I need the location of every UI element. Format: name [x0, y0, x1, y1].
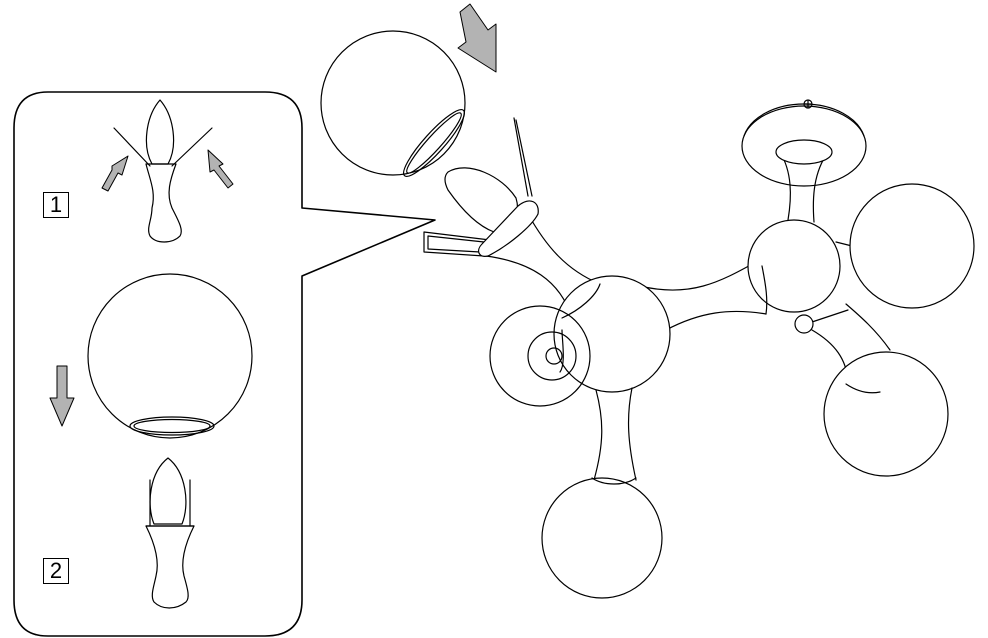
falling-globe-shade-icon — [320, 30, 466, 177]
falling-globe-arrow-icon — [457, 3, 497, 73]
step1-bulb-illustration — [113, 99, 213, 243]
chandelier-arm-center — [639, 261, 757, 291]
step1-arrow-left-icon — [101, 155, 129, 192]
bulb-icon — [145, 99, 175, 165]
right-lower-globe-shade-icon — [823, 351, 949, 477]
chandelier-right-hub — [747, 219, 841, 313]
left-globe-shade-icon — [489, 305, 591, 407]
right-upper-globe-shade-icon — [849, 183, 975, 309]
step-2-label: 2 — [43, 558, 69, 584]
detail-down-arrow-icon — [49, 365, 75, 427]
chandelier-center-hub — [553, 275, 671, 393]
step1-arrow-right-icon — [207, 149, 234, 189]
detail-globe-shade-icon — [87, 273, 253, 439]
step2-bulb-illustration — [145, 457, 195, 609]
step-1-label: 1 — [43, 192, 69, 218]
detail-callout-frame — [13, 91, 436, 637]
socket-with-bulb-illustration — [423, 117, 539, 257]
bottom-globe-shade-icon — [541, 477, 663, 599]
lamp-holder-icon — [145, 525, 195, 609]
lamp-holder-icon — [145, 163, 182, 243]
bulb-icon — [149, 457, 187, 525]
chandelier-arm-upper-left — [485, 255, 573, 319]
chandelier-arm-right — [835, 241, 853, 247]
ceiling-canopy-icon — [741, 99, 867, 187]
